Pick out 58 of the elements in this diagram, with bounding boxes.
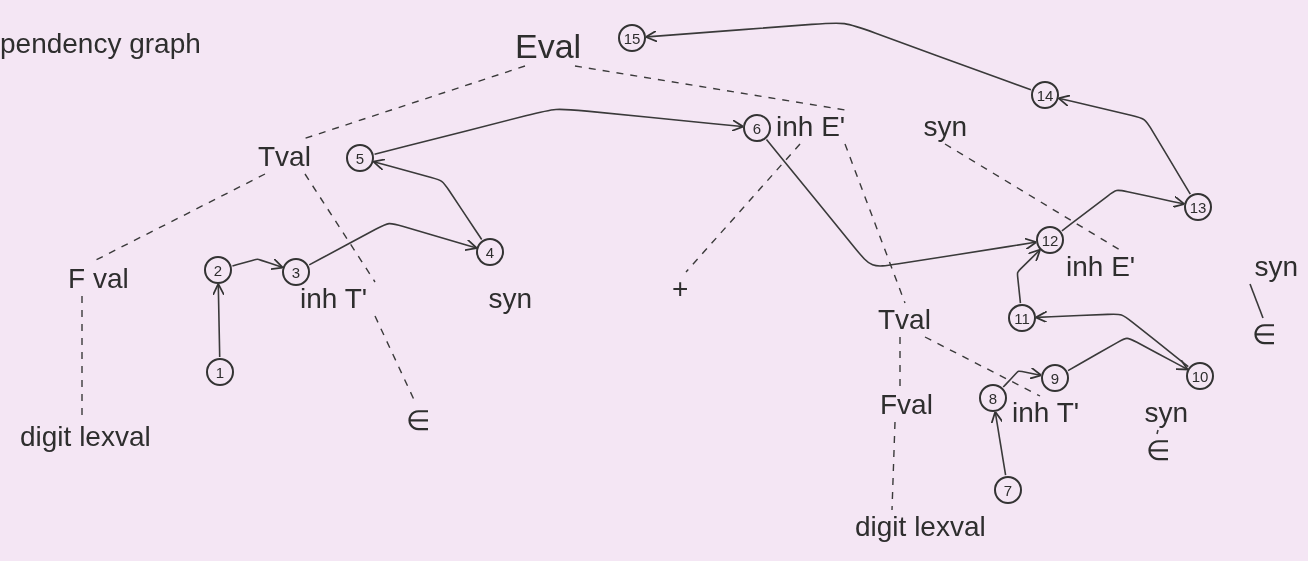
- attribute-label: syn: [1254, 250, 1298, 284]
- numbered-circle: 7: [994, 476, 1022, 504]
- arrow: [308, 222, 478, 266]
- symbol-label: ∈: [1146, 434, 1168, 468]
- arrow: [212, 283, 225, 358]
- attribute-label: syn: [488, 282, 532, 316]
- dashed-line: [304, 173, 376, 283]
- heading-text: pendency graph: [0, 28, 201, 60]
- dashed-line: [924, 336, 1041, 397]
- dashed-line: [844, 143, 906, 304]
- symbol-label: F val: [68, 262, 200, 296]
- numbered-circle: 3: [282, 258, 310, 286]
- symbol-label: Eval: [515, 26, 585, 66]
- arrow: [231, 258, 284, 271]
- arrow: [765, 138, 1038, 267]
- attribute-label: inh T': [1012, 396, 1080, 430]
- symbol-label: Tval: [878, 303, 996, 337]
- numbered-circle: 8: [979, 384, 1007, 412]
- symbol-label: +: [672, 272, 694, 306]
- numbered-circle: 10: [1186, 362, 1214, 390]
- arrow: [990, 410, 1007, 476]
- arrow: [373, 108, 745, 156]
- symbol-label: digit lexval: [20, 420, 180, 454]
- symbol-label: ∈: [406, 404, 428, 438]
- dashed-line: [944, 143, 1121, 251]
- attribute-label: syn: [1144, 396, 1188, 430]
- numbered-circle: 2: [204, 256, 232, 284]
- arrow: [645, 22, 1032, 91]
- dashed-line: [899, 336, 901, 389]
- arrow: [1016, 248, 1041, 304]
- numbered-circle: 15: [618, 24, 646, 52]
- numbered-circle: 6: [743, 114, 771, 142]
- arrow: [1035, 310, 1190, 368]
- numbered-circle: 14: [1031, 81, 1059, 109]
- connector-line: [1249, 283, 1264, 319]
- symbol-label: digit lexval: [855, 510, 1015, 544]
- arrow: [1002, 366, 1043, 388]
- attribute-label: syn: [923, 110, 967, 144]
- symbol-label: Fval: [880, 388, 976, 422]
- symbol-label: Tval: [258, 140, 344, 174]
- arrow: [1057, 94, 1192, 195]
- arrow: [372, 158, 483, 241]
- dashed-line: [574, 65, 846, 111]
- attribute-label: inh E': [1066, 250, 1136, 284]
- connector-line: [1156, 429, 1159, 435]
- attribute-label: inh E': [776, 110, 846, 144]
- symbol-label: ∈: [1252, 318, 1274, 352]
- numbered-circle: 11: [1008, 304, 1036, 332]
- arrow: [1061, 189, 1186, 232]
- numbered-circle: 1: [206, 358, 234, 386]
- numbered-circle: 13: [1184, 193, 1212, 221]
- numbered-circle: 4: [476, 238, 504, 266]
- arrow: [1067, 337, 1189, 372]
- dashed-line: [685, 143, 801, 273]
- numbered-circle: 9: [1041, 364, 1069, 392]
- dashed-line: [891, 421, 896, 511]
- numbered-circle: 5: [346, 144, 374, 172]
- numbered-circle: 12: [1036, 226, 1064, 254]
